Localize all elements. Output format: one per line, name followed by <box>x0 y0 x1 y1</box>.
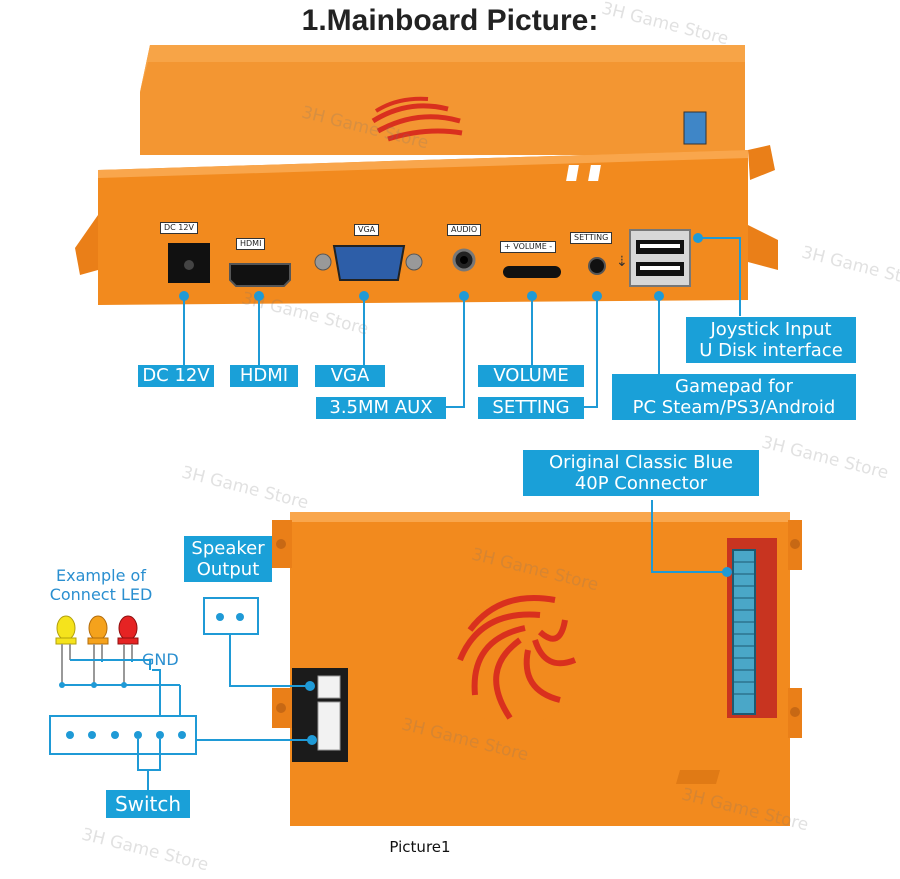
connector-lines-top <box>183 237 741 408</box>
label-40p-connector: Original Classic Blue 40P Connector <box>523 450 759 496</box>
picture-caption: Picture1 <box>389 838 451 856</box>
label-vga: VGA <box>315 365 385 387</box>
label-speaker-line1: Speaker <box>191 538 265 559</box>
label-gamepad: Gamepad for PC Steam/PS3/Android <box>612 374 856 420</box>
label-joystick-line1: Joystick Input <box>710 319 832 340</box>
label-gamepad-line2: PC Steam/PS3/Android <box>632 397 836 418</box>
label-connector-line2: 40P Connector <box>574 473 708 494</box>
page-title: 1.Mainboard Picture: <box>301 4 599 37</box>
connector-line-40p <box>651 500 727 573</box>
fan-vent-top <box>371 96 463 142</box>
label-dc-12v: DC 12V <box>138 365 214 387</box>
label-volume: VOLUME <box>478 365 584 387</box>
usb-ports: ⇣ <box>616 229 691 287</box>
switch-header-box <box>49 715 197 755</box>
label-joystick-input: Joystick Input U Disk interface <box>686 317 856 363</box>
led-yellow <box>55 615 77 685</box>
port-label-hdmi: HDMI <box>236 238 266 250</box>
top-blue-connector <box>683 111 707 145</box>
svg-text:⇣: ⇣ <box>616 254 628 270</box>
led-example-text: Example of Connect LED <box>36 566 166 604</box>
board-tab-left <box>75 215 98 275</box>
connector-dots-top <box>179 233 703 301</box>
gnd-label: GND <box>142 650 179 669</box>
setting-jack <box>588 257 606 275</box>
led-orange <box>87 615 109 685</box>
volume-slot <box>503 266 561 278</box>
label-connector-line1: Original Classic Blue <box>549 452 733 473</box>
label-speaker-output: Speaker Output <box>184 536 272 582</box>
port-label-vga: VGA <box>354 224 380 236</box>
board-top-panel <box>140 45 745 155</box>
label-joystick-line2: U Disk interface <box>699 340 843 361</box>
label-3-5mm-aux: 3.5MM AUX <box>316 397 446 419</box>
port-label-setting: SETTING <box>570 232 613 244</box>
label-setting: SETTING <box>478 397 584 419</box>
vga-port <box>314 245 423 281</box>
label-hdmi: HDMI <box>230 365 298 387</box>
board-tab-right <box>748 145 775 180</box>
label-switch: Switch <box>106 790 190 818</box>
port-label-audio: AUDIO <box>447 224 482 236</box>
fan-vent-bottom <box>447 590 583 726</box>
led-example-line2: Connect LED <box>49 585 153 604</box>
label-speaker-line2: Output <box>196 559 260 580</box>
led-red <box>117 615 139 685</box>
led-example-line1: Example of <box>56 566 146 585</box>
port-label-dc: DC 12V <box>160 222 198 234</box>
label-gamepad-line1: Gamepad for <box>675 376 793 397</box>
hdmi-port <box>229 263 291 287</box>
port-label-volume: + VOLUME - <box>500 241 557 253</box>
speaker-connector-box <box>203 597 259 635</box>
